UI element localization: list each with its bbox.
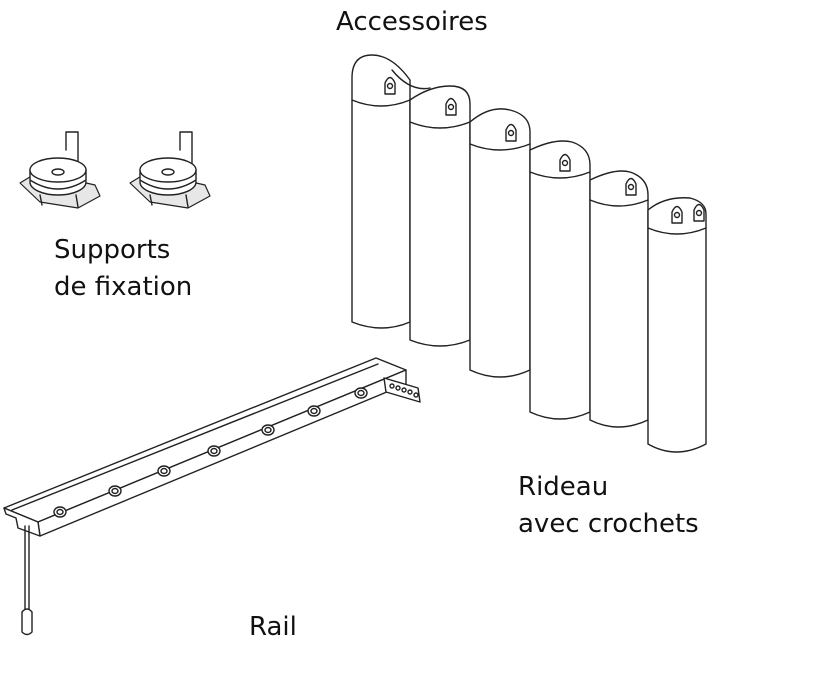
curtain-rail: [3, 357, 421, 636]
curtain-hook-icon: [693, 203, 705, 222]
curtain-hook-icon: [671, 205, 683, 224]
accessories-title: Accessoires: [336, 7, 488, 37]
curtain-hook-icon: [505, 123, 517, 142]
curtain-hook-icon: [559, 153, 571, 172]
curtain-with-hooks: [351, 54, 707, 453]
mounting-bracket-icon: [129, 131, 211, 209]
rail-runner-icon: [53, 506, 67, 518]
rail-runner-icon: [207, 445, 221, 457]
curtain-hook-icon: [384, 76, 396, 95]
rail-runner-icon: [354, 387, 368, 399]
mounting-brackets-label-line2: de fixation: [54, 272, 193, 302]
rail-runner-icon: [157, 465, 171, 477]
curtain-label: Rideau avec crochets: [518, 469, 699, 543]
mounting-brackets-label-line1: Supports: [54, 235, 171, 265]
curtain-hook-icon: [625, 177, 637, 196]
curtain-label-line1: Rideau: [518, 472, 609, 502]
curtain-hook-icon: [445, 97, 457, 116]
curtain-label-line2: avec crochets: [518, 509, 699, 539]
rail-label: Rail: [249, 612, 297, 642]
rail-runner-icon: [307, 405, 321, 417]
mounting-bracket-icon: [19, 131, 101, 209]
mounting-brackets-label: Supports de fixation: [54, 232, 192, 306]
rail-runner-icon: [108, 485, 122, 497]
rail-runner-icon: [261, 424, 275, 436]
